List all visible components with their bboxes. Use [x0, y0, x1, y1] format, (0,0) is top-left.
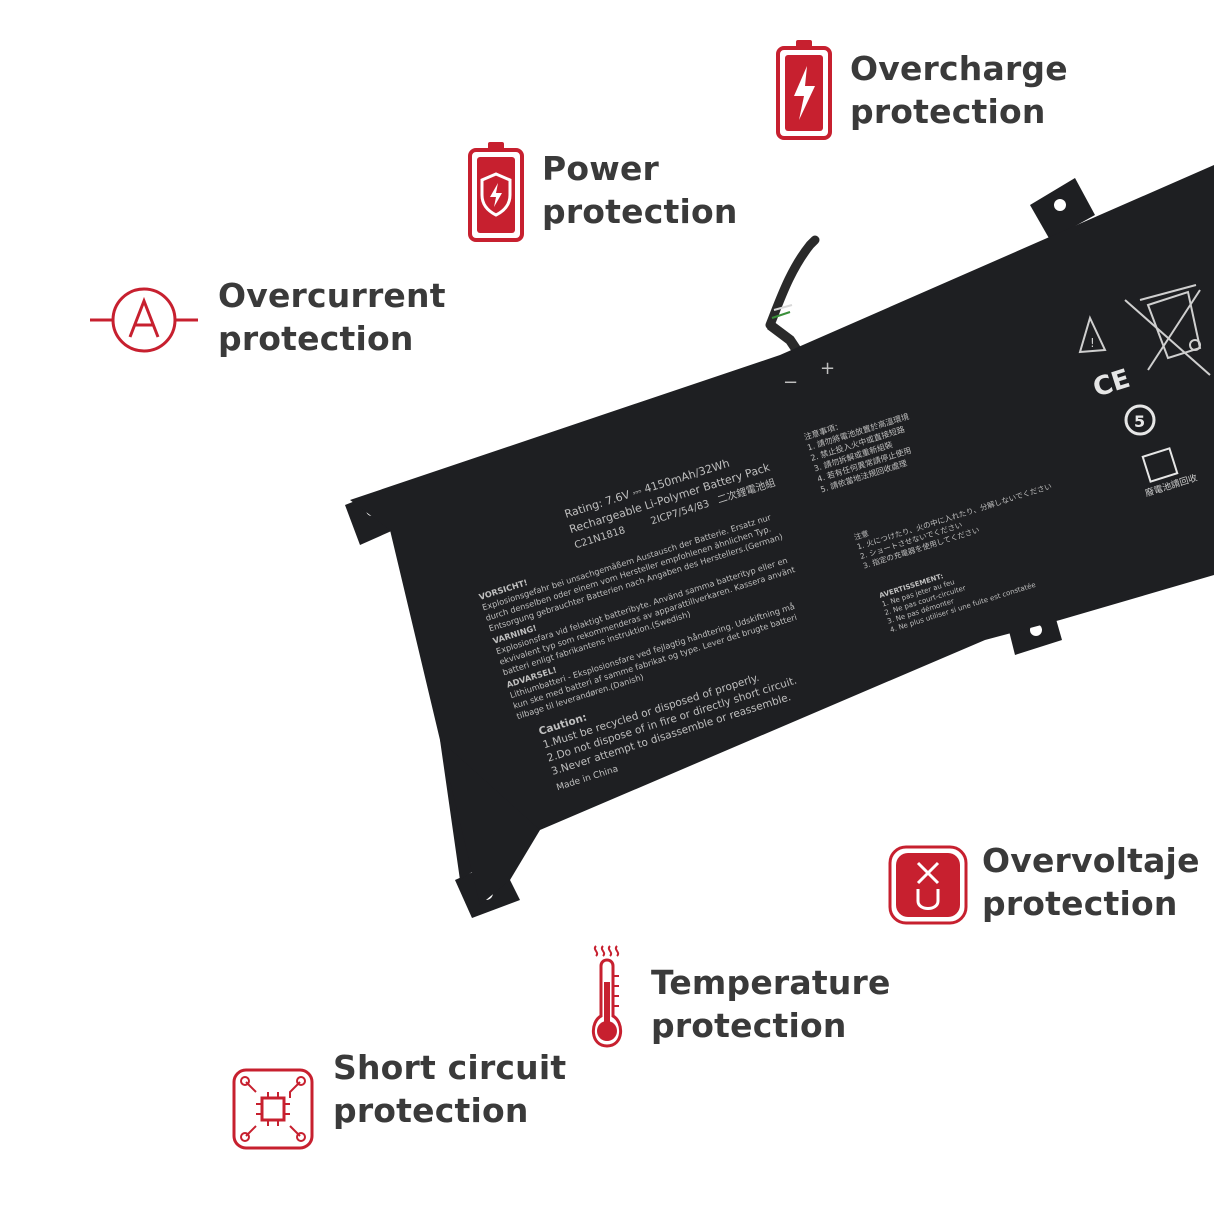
jp-notice-title: 注意	[853, 528, 870, 542]
battery-bolt-icon	[776, 40, 832, 140]
battery-shield-icon	[468, 142, 524, 242]
short-circuit-subtitle: protection	[333, 1091, 529, 1130]
voltage-icon	[888, 845, 968, 925]
overvoltage-title: Overvoltaje	[982, 841, 1200, 880]
overcurrent-subtitle: protection	[218, 319, 414, 358]
recycle-number: 5	[1134, 412, 1145, 431]
warning-triangle-icon: !	[1078, 315, 1107, 354]
thermometer-icon	[592, 945, 622, 1048]
power-subtitle: protection	[542, 192, 738, 231]
overcharge-subtitle: protection	[850, 92, 1046, 131]
weee-bin-icon	[1124, 284, 1211, 376]
overcurrent-title: Overcurrent	[218, 276, 446, 315]
battery-wire	[765, 235, 820, 330]
circuit-chip-icon	[232, 1068, 314, 1150]
ampere-icon	[90, 287, 198, 353]
overcharge-title: Overcharge	[850, 49, 1068, 88]
power-title: Power	[542, 149, 659, 188]
overvoltage-subtitle: protection	[982, 884, 1178, 923]
temperature-title: Temperature	[651, 963, 891, 1002]
battery-body	[345, 165, 1214, 918]
minus-terminal: −	[783, 372, 798, 393]
recycle-icon: 5	[1124, 404, 1156, 436]
short-circuit-title: Short circuit	[333, 1048, 567, 1087]
temperature-subtitle: protection	[651, 1006, 847, 1045]
svg-text:!: !	[1090, 336, 1095, 350]
plus-terminal: +	[820, 358, 835, 379]
